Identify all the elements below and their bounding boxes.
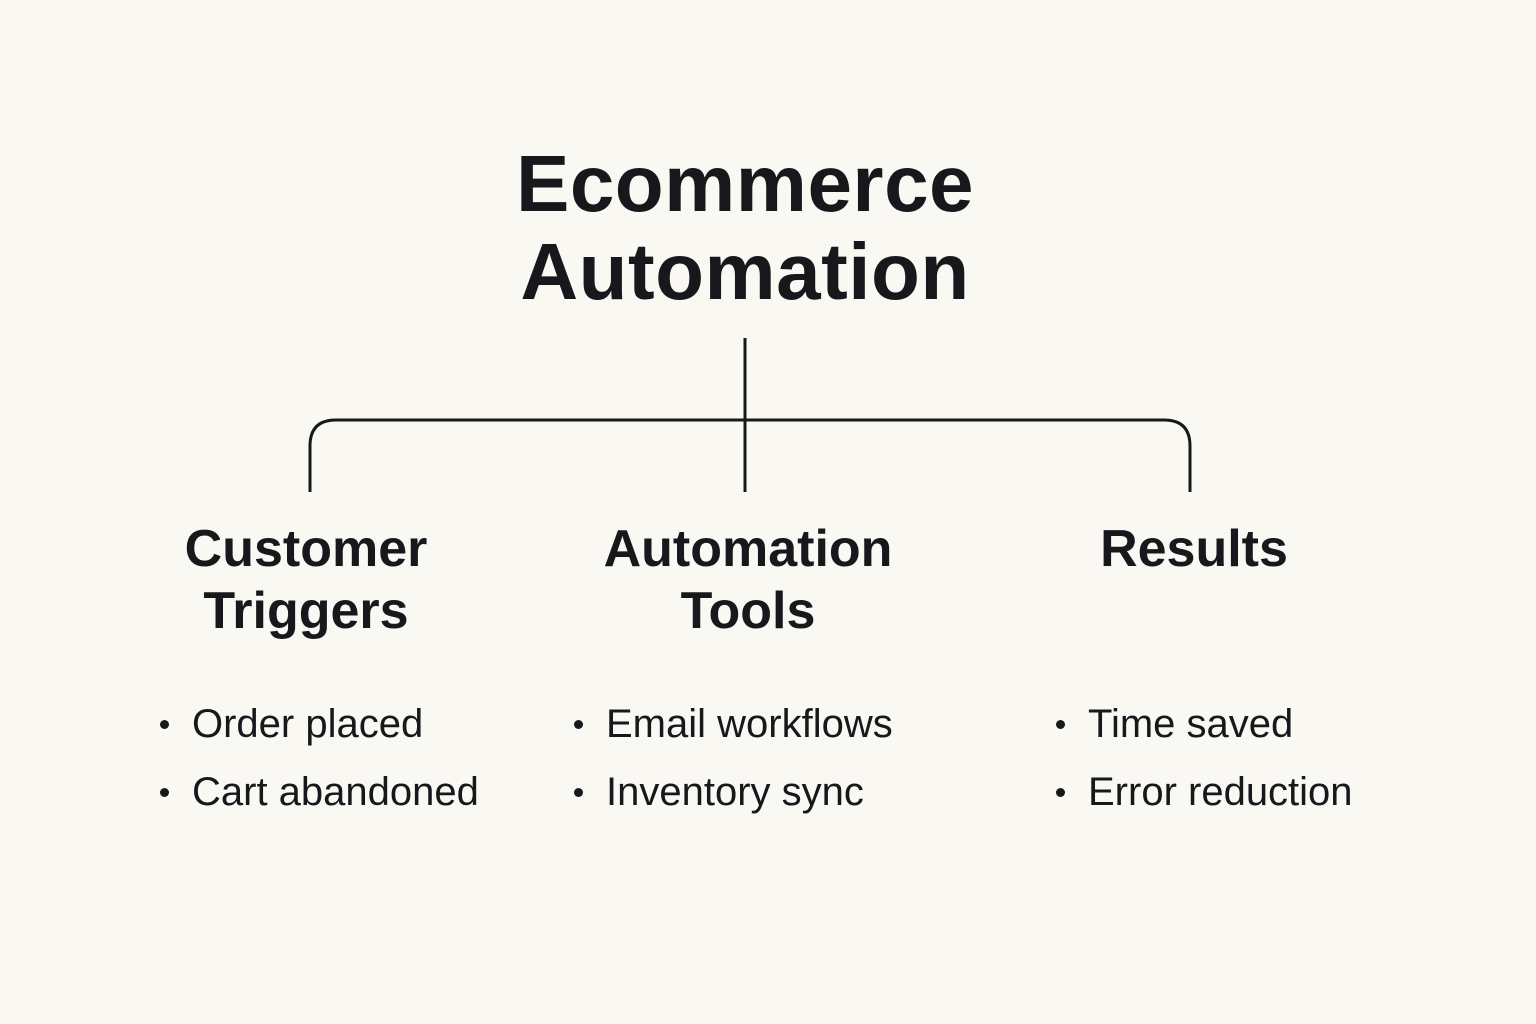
- column-customer-triggers: Customer Triggers Order placed Cart aban…: [76, 518, 536, 814]
- column-results: Results Time saved Error reduction: [964, 518, 1424, 814]
- heading-line-2: Tools: [680, 582, 816, 640]
- column-automation-tools: Automation Tools Email workflows Invento…: [518, 518, 978, 814]
- column-heading: Customer Triggers: [76, 518, 536, 642]
- list-item: Email workflows: [570, 690, 893, 758]
- title-line-2: Automation: [520, 227, 970, 316]
- list-item: Inventory sync: [570, 758, 893, 826]
- list-item: Error reduction: [1052, 758, 1353, 826]
- diagram-title: Ecommerce Automation: [0, 140, 1490, 316]
- bullet-list: Order placed Cart abandoned: [156, 690, 479, 826]
- heading-line-1: Automation: [603, 520, 893, 578]
- branch-bar-connector: [308, 418, 1192, 492]
- heading-line-1: Results: [1100, 520, 1288, 578]
- list-item: Order placed: [156, 690, 479, 758]
- heading-line-2: Triggers: [203, 582, 409, 640]
- list-item: Time saved: [1052, 690, 1353, 758]
- column-heading: Automation Tools: [518, 518, 978, 642]
- column-heading: Results: [964, 518, 1424, 580]
- bullet-list: Email workflows Inventory sync: [570, 690, 893, 826]
- heading-line-1: Customer: [184, 520, 428, 578]
- list-item: Cart abandoned: [156, 758, 479, 826]
- title-line-1: Ecommerce: [515, 139, 975, 228]
- bullet-list: Time saved Error reduction: [1052, 690, 1353, 826]
